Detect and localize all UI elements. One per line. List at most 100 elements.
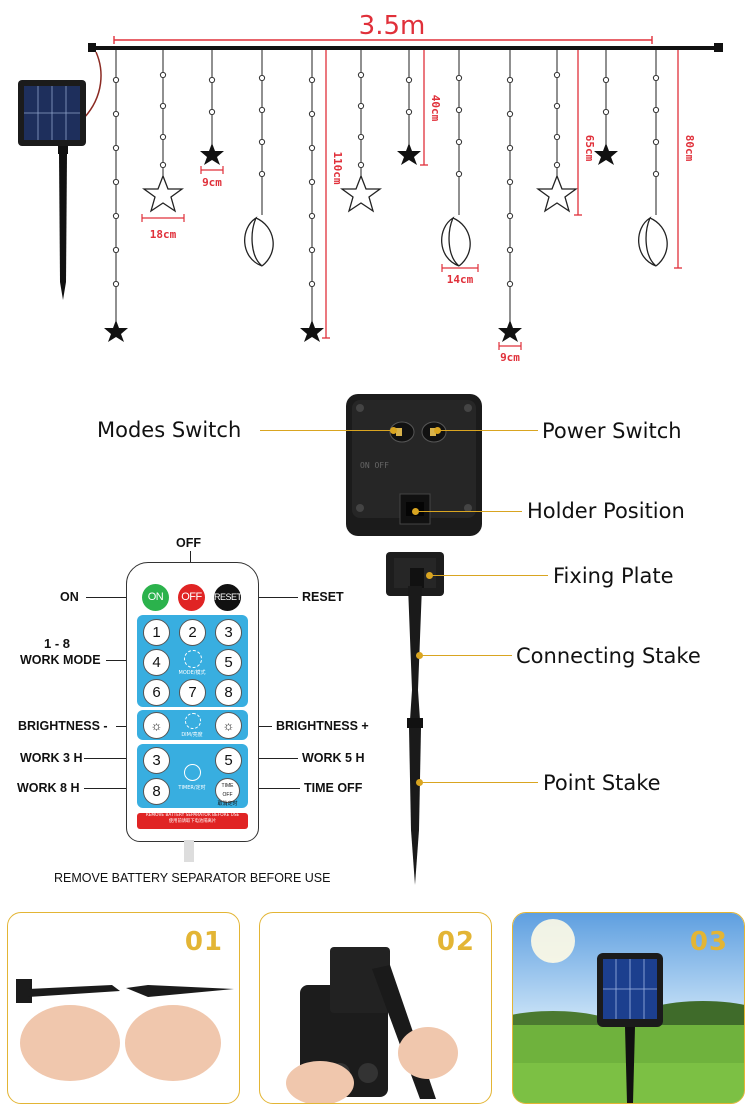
strip-line-2: 使用前请取下电池隔离片 — [168, 819, 217, 824]
remote-key-7[interactable]: 7 — [179, 679, 206, 706]
horizontal-dimension-lines — [141, 166, 522, 350]
alarm-clock-icon — [184, 764, 201, 781]
width-dimension-line — [113, 36, 653, 44]
time-off-key-text: TIME OFF — [221, 783, 234, 798]
drop-40-label: 40cm — [429, 95, 442, 122]
power-switch-label: Power Switch — [542, 419, 682, 443]
power-switch-leader — [438, 430, 538, 431]
modes-switch-dot — [390, 427, 397, 434]
point-stake-dot — [416, 779, 423, 786]
strip-line-1: REMOVE BATTERY SEPARATOR BEFORE USE — [145, 813, 240, 818]
moon-width-label: 14cm — [447, 273, 474, 286]
remote-timer-8-button[interactable]: 8 — [143, 778, 170, 805]
top-wire-end-left — [88, 43, 96, 52]
point-stake-leader — [420, 782, 538, 783]
mode-sun-icon — [184, 650, 202, 668]
remote-mode-callout-line2: WORK MODE — [20, 653, 101, 667]
time-off-key-cn: 取消定时 — [217, 801, 238, 807]
remote-key-2[interactable]: 2 — [179, 619, 206, 646]
remote-dim-panel: ☼ DIM/亮度 ☼ — [137, 710, 248, 740]
remote-off-button[interactable]: OFF — [178, 584, 205, 611]
remote-key-6[interactable]: 6 — [143, 679, 170, 706]
vertical-dimension-lines — [322, 50, 682, 339]
step-1-panel: 01 — [7, 912, 240, 1104]
remote-time-off-callout: TIME OFF — [304, 781, 363, 795]
step-1-number: 01 — [184, 927, 223, 957]
remote-on-button[interactable]: ON — [142, 584, 169, 611]
remote-key-8[interactable]: 8 — [215, 679, 242, 706]
width-total-label: 3.5m — [359, 11, 426, 41]
step-3-number: 03 — [689, 927, 728, 957]
holder-position-dot — [412, 508, 419, 515]
remote-reset-leader — [240, 597, 298, 598]
fixing-plate-dot — [426, 572, 433, 579]
remote-reset-button[interactable]: RESET — [214, 584, 242, 611]
step-2-panel: 02 — [259, 912, 492, 1104]
remote-dim-caption: DIM/亮度 — [181, 732, 203, 738]
remote-reset-callout: RESET — [302, 590, 344, 604]
modes-switch-label: Modes Switch — [97, 418, 242, 442]
remote-key-4[interactable]: 4 — [143, 649, 170, 676]
star-small-a-label: 9cm — [202, 176, 222, 189]
step-3-illustration — [513, 913, 744, 1103]
fixing-plate-label: Fixing Plate — [553, 564, 674, 588]
step-1-illustration — [16, 979, 234, 1081]
light-strands — [115, 50, 657, 322]
remote-brightness-plus-callout: BRIGHTNESS + — [276, 719, 369, 733]
remote-work8-callout: WORK 8 H — [17, 781, 80, 795]
remote-mode-callout-line1: 1 - 8 — [44, 636, 71, 651]
step-3-panel: 03 — [512, 912, 745, 1104]
bulb-dots — [112, 71, 660, 288]
solar-panel-icon — [18, 51, 102, 300]
connecting-stake-dot — [416, 652, 423, 659]
small-star-icons — [200, 143, 618, 165]
solar-box-and-stake-illustration: ON OFF — [346, 394, 482, 885]
modes-switch-leader — [260, 430, 394, 431]
holder-position-label: Holder Position — [527, 499, 685, 523]
connecting-stake-leader — [420, 655, 512, 656]
connecting-stake-label: Connecting Stake — [516, 644, 701, 668]
star-large-label: 18cm — [150, 228, 177, 241]
curtain-light-diagram: 3.5m — [18, 11, 723, 364]
remote-key-1[interactable]: 1 — [143, 619, 170, 646]
outline-star-icons — [142, 174, 578, 213]
step-2-illustration — [286, 947, 458, 1103]
remote-control: ON OFF RESET 1 2 3 4 MODE/模式 5 6 7 8 ☼ D… — [126, 562, 259, 842]
power-switch-dot — [434, 427, 441, 434]
holder-position-leader — [416, 511, 522, 512]
remote-mode-panel: 1 2 3 4 MODE/模式 5 6 7 8 — [137, 615, 248, 707]
remote-brightness-minus-button[interactable]: ☼ — [143, 712, 170, 739]
bottom-star-icons — [104, 320, 522, 342]
remote-work3-leader — [84, 758, 144, 759]
point-stake-label: Point Stake — [543, 771, 661, 795]
remote-mode-leader — [106, 660, 142, 661]
remote-key-5[interactable]: 5 — [215, 649, 242, 676]
remote-on-leader — [86, 597, 144, 598]
remote-key-3[interactable]: 3 — [215, 619, 242, 646]
remote-timer-panel: 3 5 TIMER/定时 8 TIME OFF 取消定时 — [137, 744, 248, 808]
drop-110-label: 110cm — [331, 151, 344, 184]
remote-time-off-leader — [240, 788, 300, 789]
fixing-plate-leader — [430, 575, 548, 576]
svg-text:ON OFF: ON OFF — [360, 461, 389, 470]
drop-65-label: 65cm — [583, 135, 596, 162]
top-wire-end-right — [714, 43, 723, 52]
dim-sun-icon — [185, 713, 201, 729]
remote-mode-caption: MODE/模式 — [178, 670, 206, 676]
remote-time-off-button[interactable]: TIME OFF 取消定时 — [215, 778, 240, 807]
star-small-b-label: 9cm — [500, 351, 520, 364]
remote-timer-5-button[interactable]: 5 — [215, 747, 242, 774]
remote-timer-caption: TIMER/定时 — [178, 785, 206, 791]
remote-brightness-minus-callout: BRIGHTNESS - — [18, 719, 108, 733]
battery-tab — [184, 840, 194, 862]
remote-work8-leader — [84, 788, 144, 789]
remote-work3-callout: WORK 3 H — [20, 751, 83, 765]
battery-separator-strip: REMOVE BATTERY SEPARATOR BEFORE USE 使用前请… — [137, 813, 248, 829]
step-2-number: 02 — [436, 927, 475, 957]
drop-80-label: 80cm — [683, 135, 696, 162]
remote-footer-note: REMOVE BATTERY SEPARATOR BEFORE USE — [54, 871, 331, 885]
remote-timer-3-button[interactable]: 3 — [143, 747, 170, 774]
remote-brightness-plus-button[interactable]: ☼ — [215, 712, 242, 739]
remote-work5-leader — [240, 758, 298, 759]
top-wire — [90, 46, 722, 50]
